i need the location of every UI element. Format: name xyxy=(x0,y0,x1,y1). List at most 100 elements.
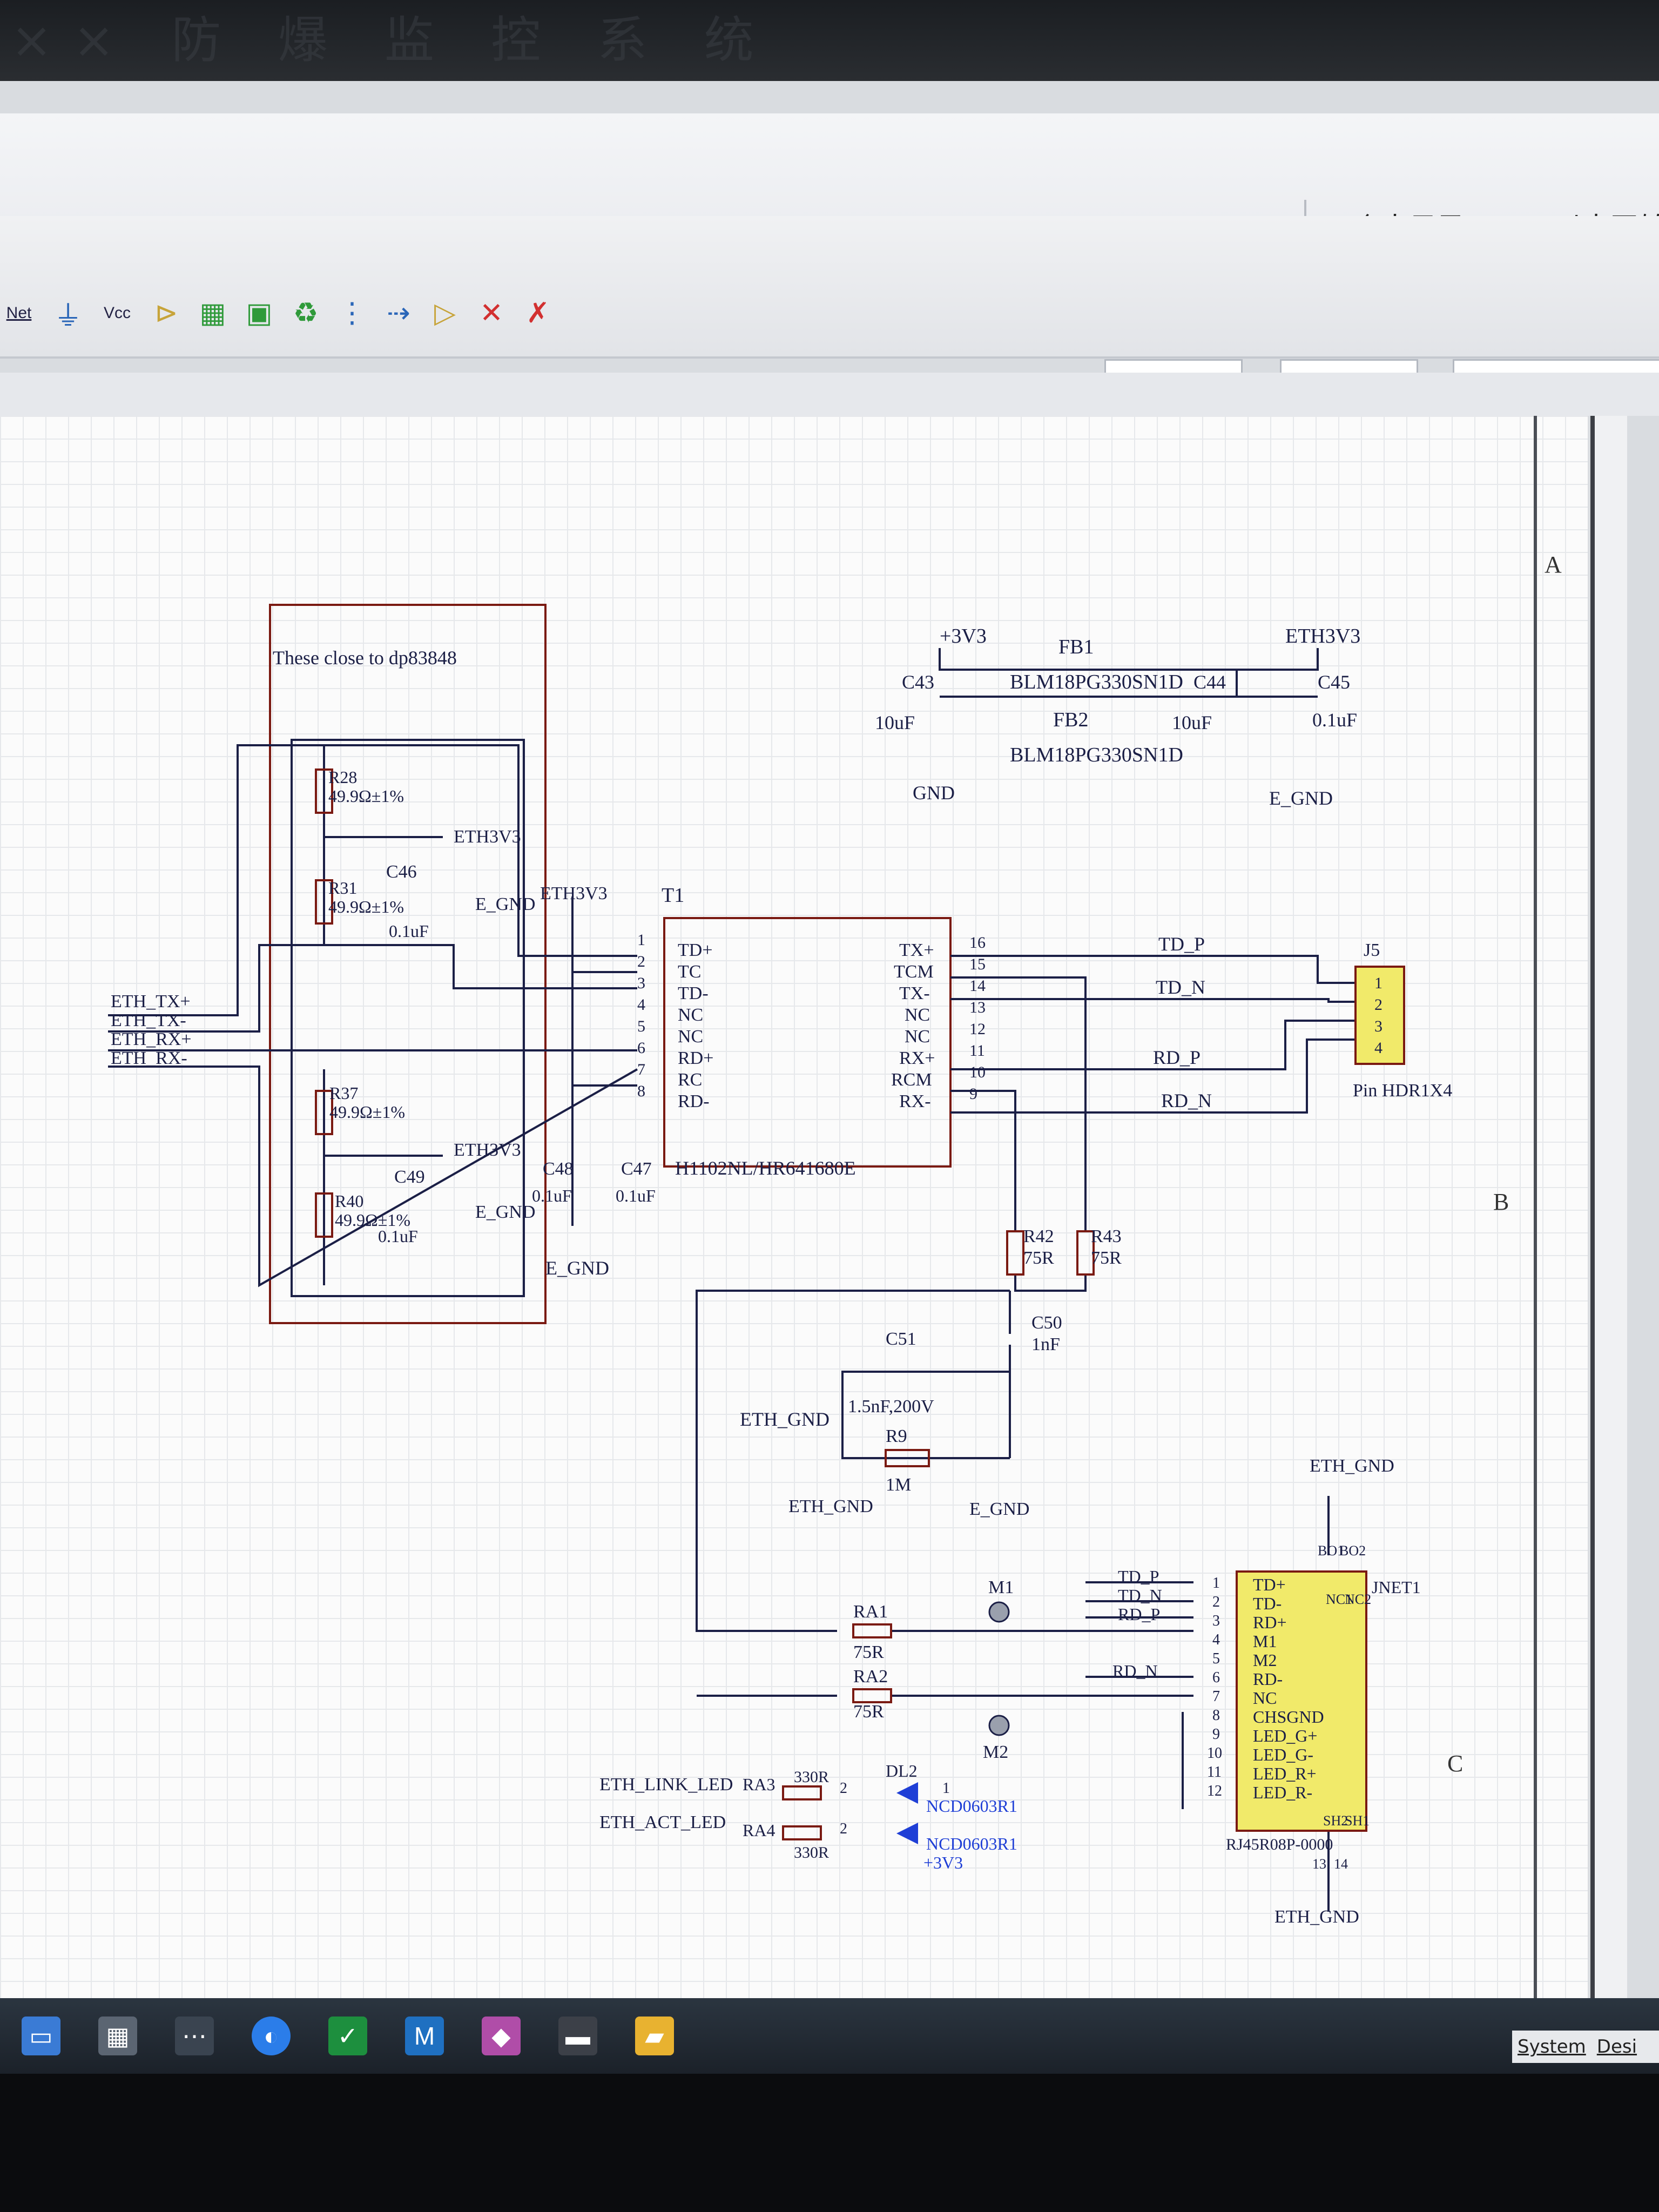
sheet-symbol-icon[interactable]: ▣ xyxy=(246,298,273,329)
system-panel-button[interactable]: System xyxy=(1518,2036,1586,2058)
svg-text:1: 1 xyxy=(1212,1575,1220,1591)
directive-tool-icon[interactable]: ▷ xyxy=(434,298,456,329)
c48-value: 0.1uF xyxy=(532,1186,572,1205)
svg-text:1: 1 xyxy=(637,931,645,949)
m1-label: M1 xyxy=(988,1577,1014,1597)
r31-ref: R31 xyxy=(328,878,357,898)
led-supply: +3V3 xyxy=(923,1853,963,1872)
svg-text:TC: TC xyxy=(678,962,701,982)
svg-text:RD-: RD- xyxy=(678,1091,710,1111)
net-td-p: TD_P xyxy=(1158,933,1205,955)
r40-ref: R40 xyxy=(335,1191,363,1211)
eth3v3-power-label: ETH3V3 xyxy=(1285,625,1360,648)
svg-text:12: 12 xyxy=(1207,1783,1222,1799)
ra1-value: 75R xyxy=(853,1642,884,1662)
svg-text:TD+: TD+ xyxy=(1253,1575,1286,1594)
computer-icon[interactable]: ▭ xyxy=(22,2017,60,2055)
fb1-ref: FB1 xyxy=(1058,636,1094,658)
svg-text:2: 2 xyxy=(637,953,645,970)
eth3v3-a-label: ETH3V3 xyxy=(454,827,521,847)
svg-text:NC: NC xyxy=(905,1027,930,1047)
rj45-top-gnd: ETH_GND xyxy=(1310,1456,1394,1476)
svg-text:10: 10 xyxy=(969,1063,986,1081)
r28-value: 49.9Ω±1% xyxy=(328,786,404,806)
svg-text:11: 11 xyxy=(1207,1764,1222,1781)
net-eth-rx-minus: ETH_RX- xyxy=(111,1048,187,1068)
sheet-entry-icon[interactable]: ⋮ xyxy=(338,298,366,329)
svg-text:16: 16 xyxy=(969,934,986,952)
folder-icon[interactable]: ▰ xyxy=(635,2017,674,2055)
egnd-a-label: E_GND xyxy=(475,894,535,914)
ra2-ref: RA2 xyxy=(853,1667,888,1687)
svg-text:RD+: RD+ xyxy=(678,1048,713,1068)
port-tool-icon[interactable]: ⊳ xyxy=(154,298,178,329)
t1-ref: T1 xyxy=(662,884,684,907)
svg-text:TCM: TCM xyxy=(894,962,934,982)
svg-text:13: 13 xyxy=(969,999,986,1016)
svg-text:1: 1 xyxy=(1374,974,1382,992)
monitor-bezel-top: ×× 防 爆 监 控 系 统 xyxy=(0,0,1659,81)
sheet-border-inner xyxy=(1534,416,1591,2031)
jnet1-left-pins: 1 TD+ 2 TD- 3 RD+ 4 M1 5 M2 6 RD- 7 NC 8… xyxy=(1207,1575,1324,1802)
monitor-bezel-bottom xyxy=(0,2074,1659,2212)
design-panel-button[interactable]: Desi xyxy=(1596,2036,1637,2058)
svg-text:TD-: TD- xyxy=(678,983,709,1003)
r28-ref: R28 xyxy=(328,767,357,787)
r9-ref: R9 xyxy=(886,1426,907,1446)
dl2-pin1: 1 xyxy=(942,1780,950,1797)
network-icon[interactable]: ⋯ xyxy=(175,2017,214,2055)
eth3v3-c-label: ETH3V3 xyxy=(454,1140,521,1160)
eth-gnd-symbol-label: ETH_GND xyxy=(788,1496,873,1516)
c43-ref: C43 xyxy=(902,671,934,693)
svg-text:RCM: RCM xyxy=(891,1070,932,1090)
net-eth-tx-plus: ETH_TX+ xyxy=(111,992,191,1011)
r43-value: 75R xyxy=(1091,1248,1122,1268)
svg-text:6: 6 xyxy=(1212,1669,1220,1686)
schematic-canvas[interactable]: These close to dp83848 +3V3 ETH3V3 FB1 B… xyxy=(0,416,1588,2031)
svg-text:NC: NC xyxy=(678,1027,703,1047)
svg-text:CHSGND: CHSGND xyxy=(1253,1707,1324,1727)
harness-tool-icon[interactable]: ♻ xyxy=(293,298,319,329)
no-erc-icon[interactable]: ✕ xyxy=(480,298,503,329)
ra4-value: 330R xyxy=(794,1844,829,1862)
rj45-net-rd-p: RD_P xyxy=(1118,1604,1160,1624)
svg-text:4: 4 xyxy=(1374,1039,1382,1057)
svg-text:10: 10 xyxy=(1207,1745,1222,1762)
svg-text:M1: M1 xyxy=(1253,1631,1277,1651)
svg-text:LED_G-: LED_G- xyxy=(1253,1745,1313,1764)
vcc-tool-icon[interactable]: Vcc xyxy=(103,304,131,322)
calculator-icon[interactable]: ▦ xyxy=(98,2017,137,2055)
net-rd-n: RD_N xyxy=(1161,1090,1212,1111)
r42-value: 75R xyxy=(1023,1248,1054,1268)
net-eth-tx-minus: ETH_TX- xyxy=(111,1010,186,1030)
fb2-value: BLM18PG330SN1D xyxy=(1010,744,1183,766)
mx-app-icon[interactable]: M xyxy=(405,2017,444,2055)
c47-ref: C47 xyxy=(621,1159,652,1179)
svg-text:RD-: RD- xyxy=(1253,1669,1283,1689)
ra4-ref: RA4 xyxy=(743,1820,775,1840)
svg-text:13: 13 xyxy=(1312,1856,1326,1872)
r43-ref: R43 xyxy=(1091,1226,1122,1246)
part-tool-icon[interactable]: ▦ xyxy=(199,298,226,329)
net-label-tool-icon[interactable]: Net xyxy=(6,304,32,322)
zone-b: B xyxy=(1493,1189,1509,1215)
c50-value: 1nF xyxy=(1031,1334,1060,1354)
image-viewer-icon[interactable]: ◆ xyxy=(482,2017,521,2055)
svg-text:RX+: RX+ xyxy=(899,1048,935,1068)
eth-act-led-net: ETH_ACT_LED xyxy=(599,1812,726,1832)
compile-mask-icon[interactable]: ✗ xyxy=(526,298,550,329)
browser-icon[interactable]: ◐ xyxy=(252,2017,291,2055)
svg-text:RC: RC xyxy=(678,1070,702,1090)
wire-tx-plus xyxy=(108,744,637,1016)
egnd-b-label: E_GND xyxy=(475,1202,535,1222)
device-sheet-icon[interactable]: ⇢ xyxy=(387,298,410,329)
t1-left-pins: 1 TD+ 2 TC 3 TD- 4 NC 5 NC 6 RD+ 7 RC 8 … xyxy=(637,931,713,1111)
spreadsheet-icon[interactable]: ✓ xyxy=(328,2017,367,2055)
c43-value: 10uF xyxy=(875,712,915,733)
c51-value: 1.5nF,200V xyxy=(848,1397,934,1417)
svg-text:2: 2 xyxy=(1212,1594,1220,1610)
ground-tool-icon[interactable]: ⏚ xyxy=(53,300,82,332)
terminal-icon[interactable]: ▬ xyxy=(558,2017,597,2055)
note-text: These close to dp83848 xyxy=(273,647,457,669)
svg-text:RX-: RX- xyxy=(899,1091,931,1111)
